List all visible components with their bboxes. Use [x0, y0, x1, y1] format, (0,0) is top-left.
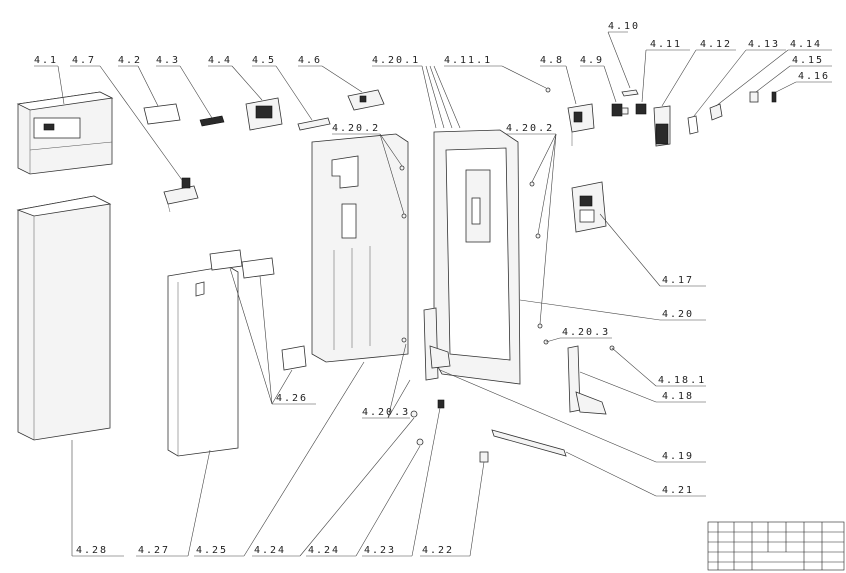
label-4-8: 4.8	[540, 55, 564, 66]
label-4-11: 4.11	[650, 39, 682, 50]
label-4-1: 4.1	[34, 55, 58, 66]
label-4-20-2-left: 4.20.2	[332, 123, 380, 134]
leader-lines	[34, 31, 832, 557]
label-4-22: 4.22	[422, 545, 454, 556]
part-4-17-detergent-dispenser	[571, 181, 607, 233]
label-4-20-3-left: 4.20.3	[362, 407, 410, 418]
part-4-25-inner-door-liner	[311, 133, 409, 363]
part-4-9-latch	[611, 103, 629, 117]
part-4-3-key-strip	[199, 115, 225, 127]
label-4-15: 4.15	[792, 55, 824, 66]
label-4-9: 4.9	[580, 55, 604, 66]
label-4-20: 4.20	[662, 309, 694, 320]
label-4-14: 4.14	[790, 39, 822, 50]
label-4-24-b: 4.24	[308, 545, 340, 556]
label-4-23: 4.23	[364, 545, 396, 556]
label-4-13: 4.13	[748, 39, 780, 50]
label-4-20-1: 4.20.1	[372, 55, 420, 66]
title-block	[707, 521, 845, 571]
label-4-16: 4.16	[798, 71, 830, 82]
fastener-parts	[399, 87, 615, 463]
label-4-24-a: 4.24	[254, 545, 286, 556]
part-4-10-spring	[621, 89, 639, 97]
label-4-25: 4.25	[196, 545, 228, 556]
part-4-4-display-board	[245, 97, 283, 131]
label-4-20-2-right: 4.20.2	[506, 123, 554, 134]
label-4-5: 4.5	[252, 55, 276, 66]
part-4-6-control-board	[347, 89, 385, 111]
part-4-8-dispenser-cap	[567, 103, 595, 146]
label-4-20-3-right: 4.20.3	[562, 327, 610, 338]
part-4-28-front-door-panel	[16, 195, 112, 441]
label-4-18: 4.18	[662, 391, 694, 402]
label-4-11-1: 4.11.1	[444, 55, 492, 66]
part-4-12-dispenser-housing	[653, 105, 671, 147]
part-4-19-hinge-left	[423, 307, 451, 381]
part-4-26-foam-blocks	[209, 249, 307, 371]
label-4-28: 4.28	[76, 545, 108, 556]
part-4-15-cover	[749, 91, 759, 103]
label-4-10: 4.10	[608, 21, 640, 32]
label-4-17: 4.17	[662, 275, 694, 286]
label-4-12: 4.12	[700, 39, 732, 50]
part-4-5-light-bar	[297, 117, 331, 131]
part-4-21-door-rail	[491, 429, 567, 457]
part-4-16-pin	[771, 91, 777, 103]
label-4-6: 4.6	[298, 55, 322, 66]
part-4-27-insulation-panel	[167, 265, 239, 457]
part-4-11-switch	[635, 103, 647, 115]
label-4-7: 4.7	[72, 55, 96, 66]
part-4-13-seal	[687, 115, 699, 135]
label-4-18-1: 4.18.1	[658, 375, 706, 386]
part-4-7-bracket	[163, 177, 199, 213]
label-4-21: 4.21	[662, 485, 694, 496]
label-4-26: 4.26	[276, 393, 308, 404]
part-4-2-display-cover	[143, 103, 181, 125]
label-4-3: 4.3	[156, 55, 180, 66]
label-4-4: 4.4	[208, 55, 232, 66]
part-4-20-inner-door	[433, 129, 521, 385]
part-4-1-control-panel	[16, 91, 114, 175]
label-4-19: 4.19	[662, 451, 694, 462]
part-4-14-clip	[709, 103, 723, 121]
part-labels: 4.1 4.7 4.2 4.3 4.4 4.5 4.6 4.20.1 4.11.…	[34, 21, 830, 556]
label-4-2: 4.2	[118, 55, 142, 66]
part-4-18-hinge-right	[567, 345, 607, 415]
label-4-27: 4.27	[138, 545, 170, 556]
